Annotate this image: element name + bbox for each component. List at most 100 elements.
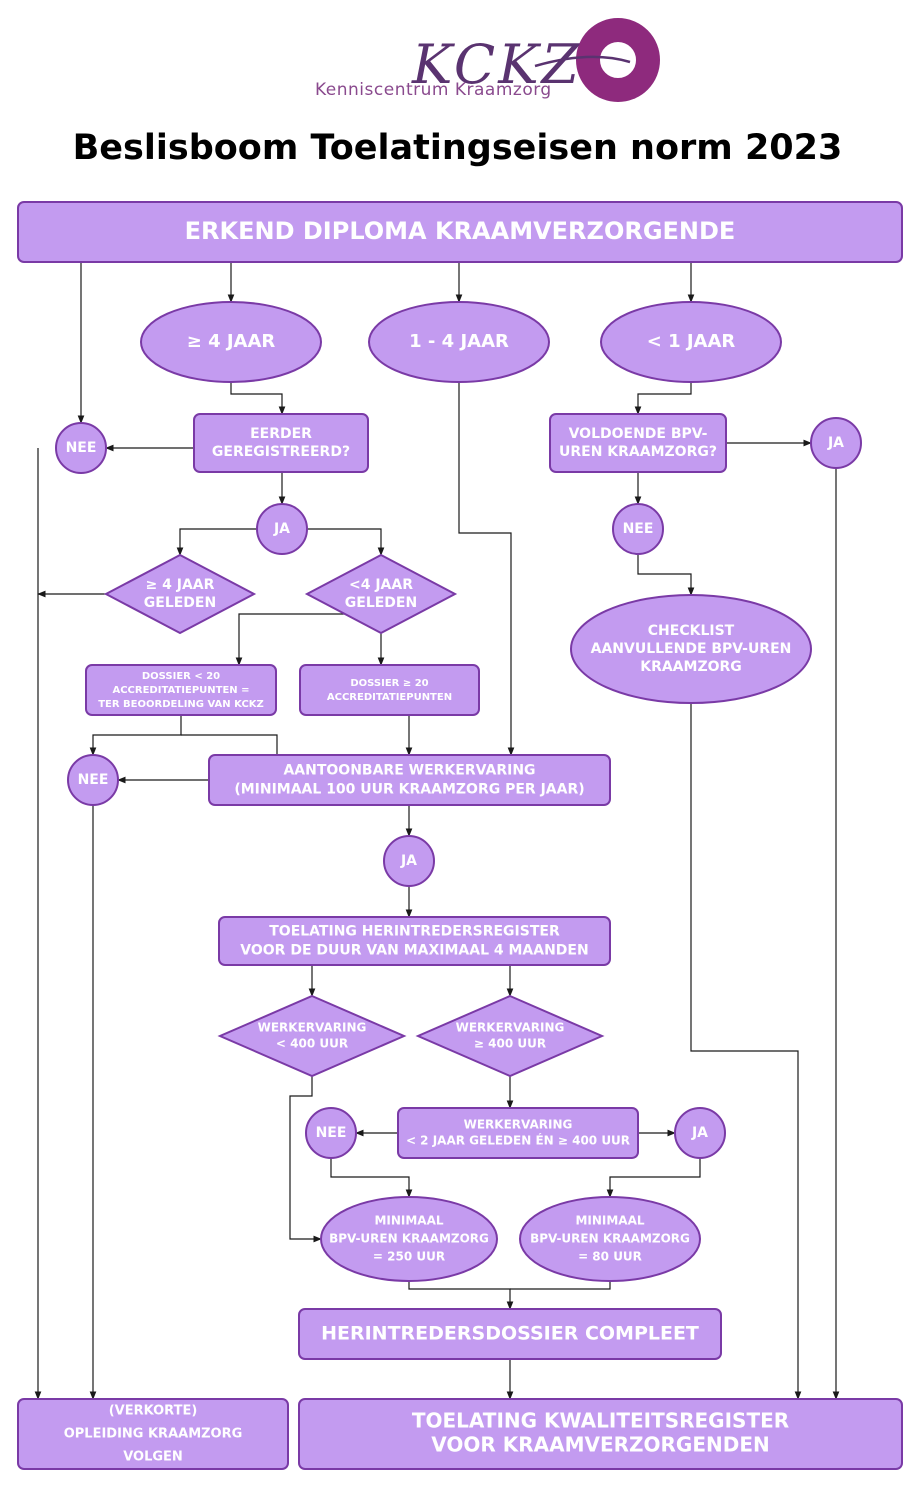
node-label-opleiding: OPLEIDING KRAAMZORG <box>64 1427 243 1442</box>
node-label-dossier_lt20: ACCREDITATIEPUNTEN = <box>112 685 249 696</box>
circle-shape <box>810 417 862 469</box>
logo-subtitle: Kenniscentrum Kraamzorg <box>315 80 552 100</box>
page-title: Beslisboom Toelatingseisen norm 2023 <box>72 128 843 168</box>
connector-nee4-to-bpv250 <box>330 1158 413 1198</box>
node-label-bpv80: = 80 UUR <box>578 1250 642 1264</box>
node-label-lt4geleden: GELEDEN <box>345 595 417 611</box>
node-label-eerder: EERDER <box>250 426 312 442</box>
node-label-werkervaring: AANTOONBARE WERKERVARING <box>283 763 535 779</box>
node-label-ja1: JA <box>827 435 844 451</box>
node-nee4: NEE <box>305 1107 357 1159</box>
node-label-nee3: NEE <box>78 772 109 788</box>
node-label-bpv250: BPV-UREN KRAAMZORG <box>329 1232 489 1246</box>
connector-dossier_lt20-to-werkervaring <box>181 734 278 755</box>
node-label-ja2: JA <box>273 521 290 537</box>
node-label-opleiding: (VERKORTE) <box>109 1404 198 1419</box>
node-label-checklist: AANVULLENDE BPV-UREN <box>591 641 792 657</box>
node-we_ge400: WERKERVARING≥ 400 UUR <box>415 994 605 1078</box>
circle-shape <box>612 503 664 555</box>
connector-ja2-to-ge4geleden <box>176 528 257 556</box>
node-label-kwaliteit: TOELATING KWALITEITSREGISTER <box>412 1409 789 1433</box>
connector-ja4-to-bpv80 <box>606 1158 701 1198</box>
rect-shape <box>298 1308 722 1360</box>
node-label-dossier_lt20: TER BEOORDELING VAN KCKZ <box>98 699 264 710</box>
node-label-diploma: ERKEND DIPLOMA KRAAMVERZORGENDE <box>185 217 736 245</box>
diamond-shape <box>103 553 257 635</box>
rect-shape <box>218 916 611 966</box>
logo-ring-icon <box>534 18 660 102</box>
node-label-ja3: JA <box>400 853 417 869</box>
rect-shape <box>549 413 727 473</box>
node-label-lt1jaar: < 1 JAAR <box>647 331 736 352</box>
rect-shape <box>17 201 903 263</box>
node-label-compleet: HERINTREDERSDOSSIER COMPLEET <box>321 1323 699 1345</box>
node-label-werkervaring: (MINIMAAL 100 UUR KRAAMZORG PER JAAR) <box>234 782 584 798</box>
node-label-bpv250: MINIMAAL <box>374 1214 443 1228</box>
node-label-nee2: NEE <box>623 521 654 537</box>
node-ge4jaar: ≥ 4 JAAR <box>140 301 322 383</box>
node-ja3: JA <box>383 835 435 887</box>
node-label-we_2jaar: < 2 JAAR GELEDEN ÉN ≥ 400 UUR <box>406 1133 630 1148</box>
connector-ja2-to-lt4geleden <box>307 528 385 556</box>
node-lt1jaar: < 1 JAAR <box>600 301 782 383</box>
node-label-dossier_ge20: DOSSIER ≥ 20 <box>350 678 428 689</box>
node-label-checklist: KRAAMZORG <box>640 659 742 675</box>
node-label-checklist: CHECKLIST <box>648 623 735 639</box>
node-label-bpv250: = 250 UUR <box>373 1250 445 1264</box>
connector-bpv80-to-compleet <box>510 1281 611 1290</box>
circle-shape <box>383 835 435 887</box>
node-label-kwaliteit: VOOR KRAAMVERZORGENDEN <box>431 1433 770 1457</box>
node-label-dossier_ge20: ACCREDITATIEPUNTEN <box>327 692 452 703</box>
ellipse-shape <box>320 1196 498 1282</box>
node-checklist: CHECKLIST AANVULLENDE BPV-UREN KRAAMZORG <box>570 594 812 704</box>
connector-nee2-to-checklist <box>637 554 695 596</box>
node-label-we_lt400: < 400 UUR <box>276 1037 348 1051</box>
rect-shape <box>299 664 480 716</box>
node-label-we_ge400: WERKERVARING <box>456 1021 565 1035</box>
connector-we_lt400-to-bpv250 <box>289 1076 322 1243</box>
node-werkervaring: AANTOONBARE WERKERVARING (MINIMAAL 100 UU… <box>208 754 611 806</box>
node-label-1-4jaar: 1 - 4 JAAR <box>409 331 509 352</box>
node-label-voldoende: UREN KRAAMZORG? <box>559 444 717 460</box>
rect-shape <box>298 1398 903 1470</box>
node-label-ge4geleden: GELEDEN <box>144 595 216 611</box>
node-we_lt400: WERKERVARING < 400 UUR <box>217 994 407 1078</box>
rect-shape <box>17 1398 289 1470</box>
node-label-nee4: NEE <box>316 1125 347 1141</box>
node-nee1: NEE <box>55 422 107 474</box>
node-label-lt4geleden: <4 JAAR <box>349 577 413 593</box>
node-1-4jaar: 1 - 4 JAAR <box>368 301 550 383</box>
node-label-ja4: JA <box>691 1125 708 1141</box>
node-label-we_2jaar: WERKERVARING <box>464 1118 573 1132</box>
node-ja4: JA <box>674 1107 726 1159</box>
diamond-shape <box>304 553 458 635</box>
connector-lt1jaar-to-voldoende <box>634 382 692 415</box>
rect-shape <box>85 664 277 716</box>
rect-shape <box>193 413 369 473</box>
nodes: ERKEND DIPLOMA KRAAMVERZORGENDE ≥ 4 JAAR 1… <box>17 201 903 1470</box>
node-label-bpv80: BPV-UREN KRAAMZORG <box>530 1232 690 1246</box>
rect-shape <box>208 754 611 806</box>
connector-dossier_lt20-to-nee3 <box>89 715 182 756</box>
node-label-opleiding: VOLGEN <box>123 1450 183 1465</box>
node-ge4geleden: ≥ 4 JAAR GELEDEN <box>103 553 257 635</box>
ellipse-shape <box>368 301 550 383</box>
circle-shape <box>256 503 308 555</box>
diamond-shape <box>217 994 407 1078</box>
connector-lt4geleden-to-dossier_lt20 <box>235 613 381 666</box>
node-label-ge4jaar: ≥ 4 JAAR <box>187 331 276 352</box>
node-lt4geleden: <4 JAAR GELEDEN <box>304 553 458 635</box>
circle-shape <box>305 1107 357 1159</box>
node-we_2jaar: WERKERVARING< 2 JAAR GELEDEN ÉN ≥ 400 UU… <box>397 1107 639 1159</box>
logo-wordmark: KCKZ <box>412 33 583 96</box>
node-label-ge4geleden: ≥ 4 JAAR <box>146 577 215 593</box>
node-label-we_lt400: WERKERVARING <box>258 1021 367 1035</box>
connector-bpv250-to-compleet <box>408 1281 514 1310</box>
ellipse-shape <box>600 301 782 383</box>
ellipse-shape <box>519 1196 701 1282</box>
